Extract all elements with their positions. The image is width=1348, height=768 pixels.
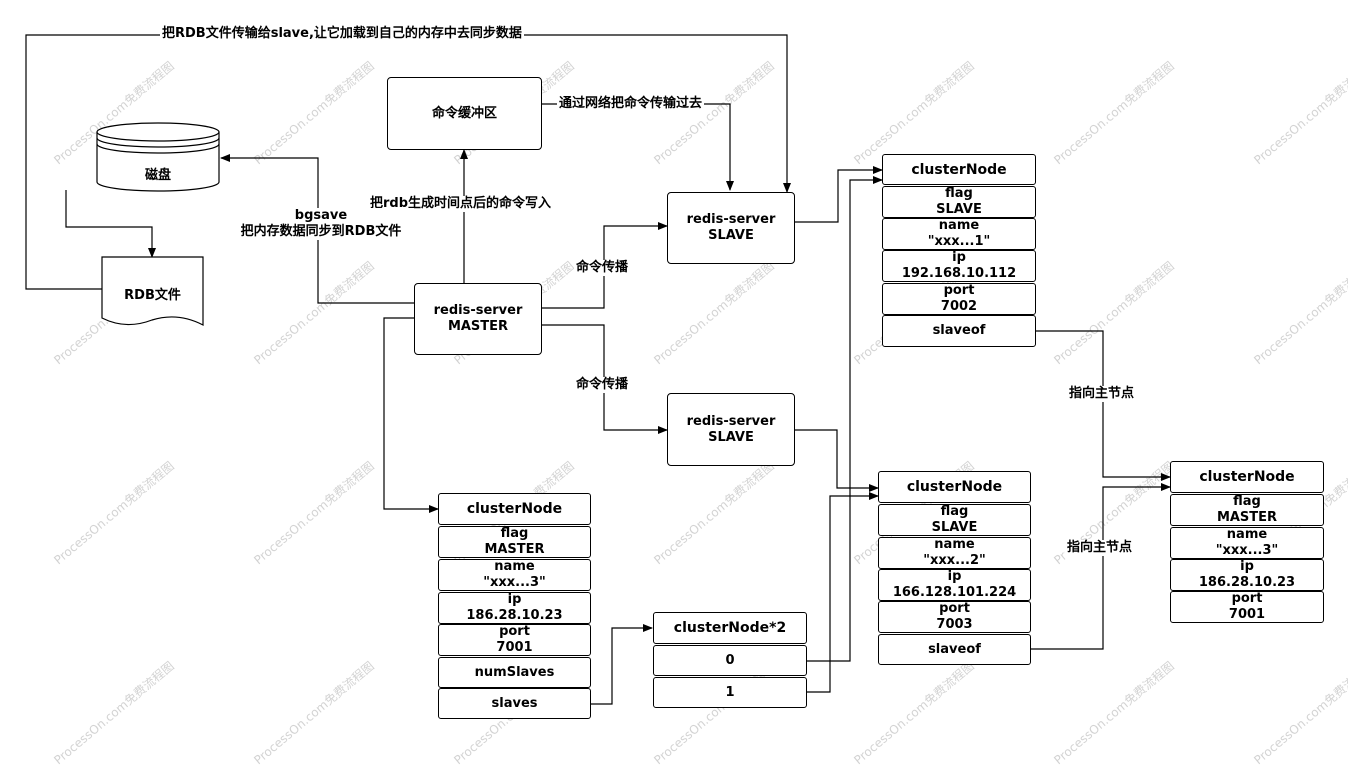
label-rdb-transfer: 把RDB文件传输给slave,让它加载到自己的内存中去同步数据 [160,26,524,42]
field-key: port [499,624,530,639]
slave2-clusternode-flag: flag SLAVE [878,504,1031,536]
redis-master-line1: redis-server [433,303,523,318]
target-master-clusternode-name: name "xxx...3" [1170,527,1324,559]
label-propagate-top: 命令传播 [574,260,631,276]
edge-slaveof1-to-master [1036,330,1171,481]
field-value: "xxx...3" [1215,543,1279,558]
label-points-to-master-top: 指向主节点 [1067,386,1137,402]
edge-slave1-to-clusternode [795,166,883,223]
field-key: flag [940,504,969,519]
slaves-array-index-1: 1 [653,677,807,708]
target-master-clusternode-port: port 7001 [1170,591,1324,623]
field-key: ip [947,569,962,584]
field-value: "xxx...2" [923,553,986,568]
slave2-clusternode-name: name "xxx...2" [878,537,1031,569]
command-buffer-box: 命令缓冲区 [387,77,542,150]
field-value: 192.168.10.112 [901,266,1017,281]
field-value: 7001 [1228,607,1266,622]
field-key: flag [1233,494,1261,509]
field-value: SLAVE [936,202,982,217]
field-key: flag [945,186,973,201]
label-bgsave: bgsave 把内存数据同步到RDB文件 [228,208,414,240]
edge-slaves-to-array [591,624,653,705]
field-key: name [1226,527,1268,542]
edge-disk-to-rdb [65,190,156,258]
redis-slave2-line2: SLAVE [708,429,754,445]
edge-buffer-to-slave1 [542,103,734,191]
master-clusternode-port: port 7001 [438,624,591,656]
redis-slave2-box: redis-server SLAVE [667,393,795,466]
edge-slaveof2-to-master [1031,483,1171,650]
edge-master-to-clusternode [383,317,439,513]
slave2-clusternode-ip: ip 166.128.101.224 [878,569,1031,601]
target-master-clusternode-flag: flag MASTER [1170,494,1324,526]
slave1-clusternode-ip: ip 192.168.10.112 [882,250,1036,282]
redis-slave1-box: redis-server SLAVE [667,192,795,264]
field-key: name [494,559,535,574]
field-key: port [939,601,970,616]
slave1-clusternode-slaveof: slaveof [882,315,1036,347]
redis-master-line2: MASTER [447,319,509,334]
redis-slave1-line2: SLAVE [708,228,754,243]
target-master-clusternode-ip: ip 186.28.10.23 [1170,559,1324,591]
rdb-file-label: RDB文件 [124,288,181,303]
field-value: 186.28.10.23 [1198,575,1296,590]
master-clusternode-ip: ip 186.28.10.23 [438,592,591,624]
field-value: 186.28.10.23 [466,608,563,623]
field-key: ip [1240,559,1254,574]
master-clusternode-slaves: slaves [438,688,591,719]
field-value: 166.128.101.224 [892,585,1017,600]
slave2-clusternode-title: clusterNode [878,471,1031,503]
field-key: port [1231,591,1263,606]
label-bgsave-line2: 把内存数据同步到RDB文件 [240,224,402,239]
field-value: MASTER [1216,510,1278,525]
redis-master-box: redis-server MASTER [414,283,542,355]
disk-cylinder-shape [96,122,220,192]
redis-slave2-line1: redis-server [686,413,776,429]
field-value: 7003 [936,617,973,632]
slave1-clusternode-title: clusterNode [882,154,1036,185]
field-key: ip [507,592,522,607]
target-master-clusternode-title: clusterNode [1170,461,1324,493]
master-clusternode-numslaves: numSlaves [438,657,591,688]
disk-label: 磁盘 [144,168,171,183]
slaves-array-title: clusterNode*2 [653,612,807,644]
slave1-clusternode-port: port 7002 [882,283,1036,315]
redis-slave1-line1: redis-server [686,212,776,227]
rdb-document-shape [101,256,204,326]
master-clusternode-name: name "xxx...3" [438,559,591,591]
slave1-clusternode-flag: flag SLAVE [882,186,1036,218]
field-value: SLAVE [931,520,978,535]
field-value: 7002 [940,299,978,314]
slave2-clusternode-slaveof: slaveof [878,634,1031,665]
edge-array0-to-slave1 [807,176,883,662]
field-key: ip [952,250,966,265]
field-value: "xxx...3" [483,575,546,590]
label-points-to-master-bottom: 指向主节点 [1065,540,1135,556]
field-value: 7001 [496,640,533,655]
connector-layer [25,34,1171,705]
master-clusternode-title: clusterNode [438,493,591,525]
field-value: MASTER [484,542,545,557]
label-write-after-rdb: 把rdb生成时间点后的命令写入 [368,196,554,212]
field-key: name [934,537,975,552]
slave2-clusternode-port: port 7003 [878,601,1031,633]
field-key: port [943,283,975,298]
master-clusternode-flag: flag MASTER [438,526,591,558]
field-key: flag [500,526,529,541]
edge-slave2-to-clusternode [795,429,879,492]
label-bgsave-line1: bgsave [294,208,348,223]
slaves-array-index-0: 0 [653,645,807,676]
field-key: name [938,218,980,233]
label-network-transfer: 通过网络把命令传输过去 [557,96,705,112]
label-propagate-bottom: 命令传播 [574,377,631,393]
slave1-clusternode-name: name "xxx...1" [882,218,1036,250]
edge-rdb-to-slave1 [25,34,791,290]
field-value: "xxx...1" [927,234,991,249]
edge-array1-to-slave2 [807,492,879,693]
